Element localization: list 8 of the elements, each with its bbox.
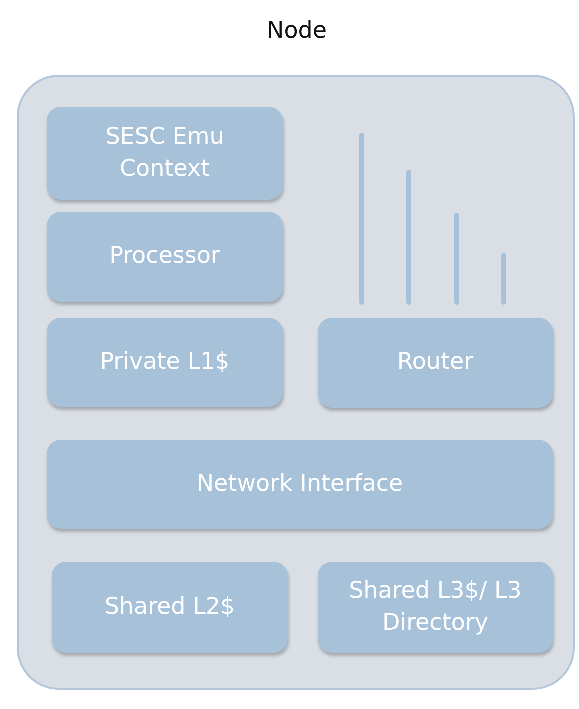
component-box: Shared L3$/ L3 Directory — [318, 562, 553, 653]
component-box: Private L1$ — [47, 318, 283, 407]
component-box: Network Interface — [47, 440, 553, 529]
component-box: Shared L2$ — [52, 562, 288, 653]
component-box: Processor — [47, 212, 283, 302]
component-box: Router — [318, 318, 553, 408]
node-title: Node — [266, 18, 328, 44]
component-box: SESC Emu Context — [47, 107, 283, 200]
